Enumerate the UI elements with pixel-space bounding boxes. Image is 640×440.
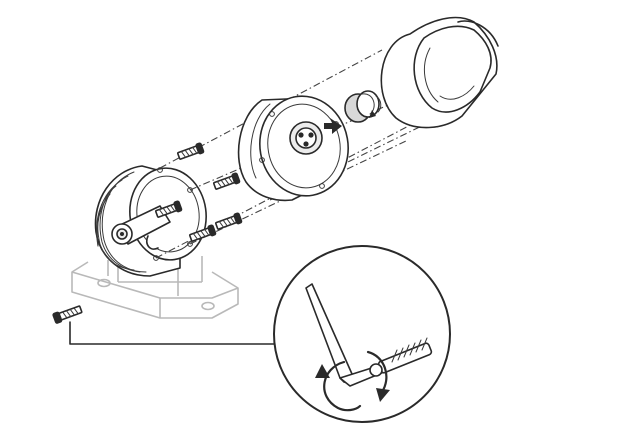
mounting-screw	[177, 142, 205, 160]
camera-body	[94, 165, 207, 277]
mounting-screw	[215, 212, 243, 230]
sunshield	[380, 16, 499, 129]
allen-key-callout	[273, 245, 451, 423]
mounting-screw	[213, 172, 241, 190]
mounting-screw	[155, 200, 183, 218]
trim-ring	[237, 95, 349, 202]
allen-key	[305, 283, 433, 387]
mounting-screw	[189, 224, 217, 242]
rotation-arrows	[315, 350, 390, 412]
fixing-screw	[52, 305, 83, 324]
callout-line	[69, 321, 277, 345]
mounting-screws	[155, 142, 243, 242]
lens-cap	[344, 90, 382, 123]
insert-arrow-icon	[324, 118, 342, 134]
